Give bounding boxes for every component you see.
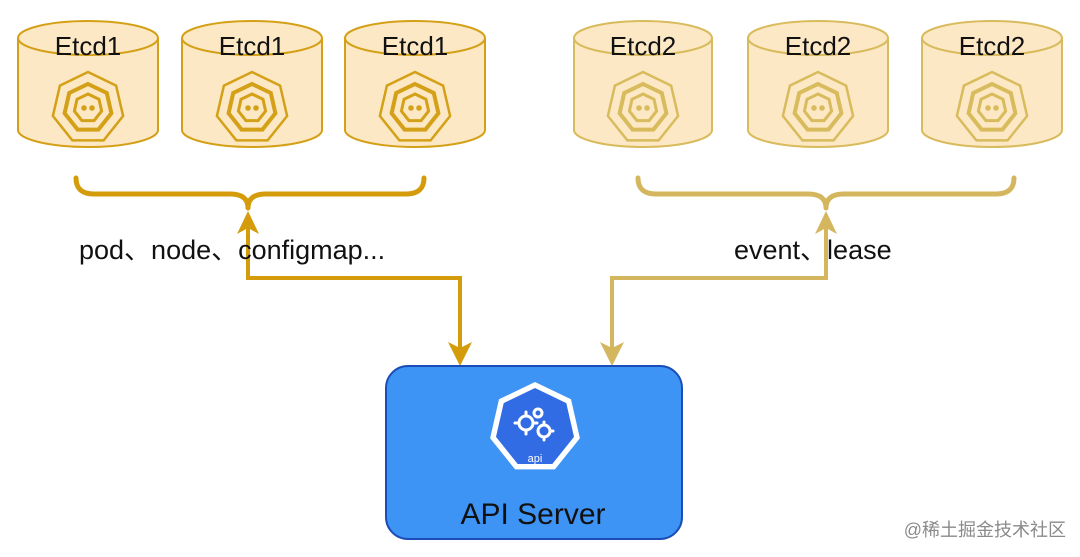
api-icon-text: api [528, 453, 543, 465]
etcd1-node-1-label: Etcd1 [55, 31, 122, 61]
etcd2-node-2: Etcd2 [747, 20, 889, 148]
etcd1-node-2-label: Etcd1 [219, 31, 286, 61]
etcd2-cluster: Etcd2 Etcd2 Etcd2 [573, 20, 1063, 148]
kubernetes-api-icon: api [490, 382, 580, 470]
etcd2-node-3: Etcd2 [921, 20, 1063, 148]
etcd1-node-3: Etcd1 [344, 20, 486, 148]
etcd2-resources-label: event、lease [734, 235, 892, 265]
api-server-label: API Server [460, 498, 605, 531]
etcd1-node-2: Etcd1 [181, 20, 323, 148]
etcd1-node-3-label: Etcd1 [382, 31, 449, 61]
etcd2-connector-arrow [600, 211, 837, 366]
etcd1-resources-label: pod、node、configmap... [79, 235, 385, 265]
etcd2-node-3-label: Etcd2 [959, 31, 1026, 61]
etcd2-node-2-label: Etcd2 [785, 31, 852, 61]
api-server-node: api API Server [385, 365, 683, 540]
etcd2-node-1: Etcd2 [573, 20, 713, 148]
etcd2-node-1-label: Etcd2 [610, 31, 677, 61]
etcd1-connector-arrow [237, 211, 472, 366]
etcd1-cluster: Etcd1 Etcd1 Etcd1 [17, 20, 486, 148]
etcd1-node-1: Etcd1 [17, 20, 159, 148]
etcd2-brace [635, 175, 1017, 211]
etcd1-brace [73, 175, 427, 211]
watermark-text: @稀土掘金技术社区 [904, 520, 1066, 540]
